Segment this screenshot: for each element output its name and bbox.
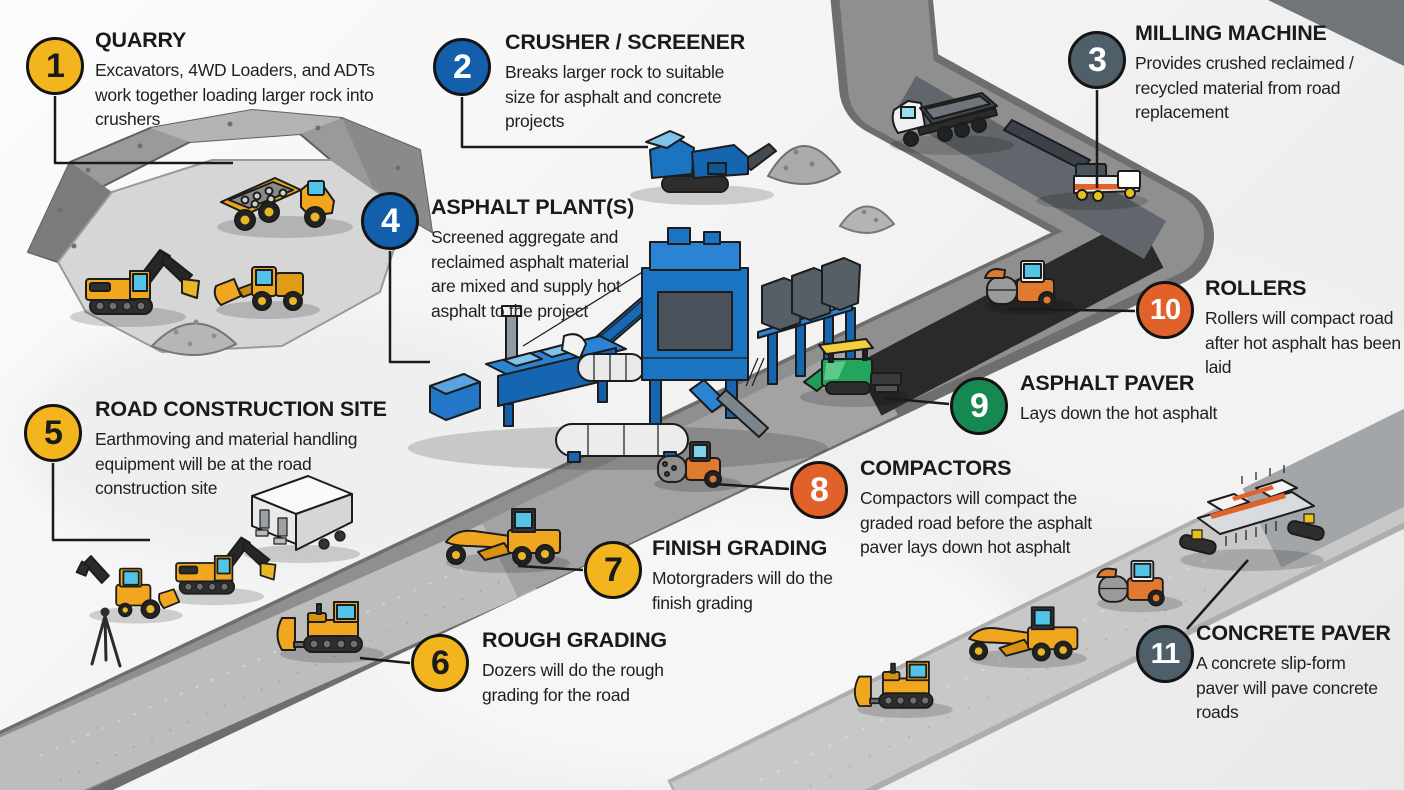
callout-road-construction-site: ROAD CONSTRUCTION SITE Earthmoving and m…	[95, 397, 400, 501]
backhoe-loader	[75, 555, 183, 624]
callout-description: Motorgraders will do the finish grading	[652, 568, 833, 613]
leader-line-11	[1186, 559, 1249, 630]
callout-asphalt-plant: ASPHALT PLANT(S) Screened aggregate and …	[431, 195, 646, 323]
leader-line-10	[1007, 307, 1136, 313]
callout-title: MILLING MACHINE	[1135, 21, 1327, 45]
callout-description: Earthmoving and material handling equipm…	[95, 429, 358, 498]
callout-title: ROUGH GRADING	[482, 628, 667, 652]
callout-crusher-screener: CRUSHER / SCREENER Breaks larger rock to…	[505, 30, 745, 134]
step-6-badge: 6	[411, 634, 469, 692]
corner-road-wedge	[1268, 0, 1404, 66]
leader-line-6	[359, 656, 411, 665]
milling-machine	[1003, 119, 1148, 210]
callout-title: COMPACTORS	[860, 456, 1012, 480]
callout-milling-machine: MILLING MACHINE Provides crushed reclaim…	[1135, 21, 1360, 125]
leader-line-7	[517, 564, 584, 572]
leader-line-8	[713, 482, 790, 491]
concrete-paver	[1179, 465, 1325, 571]
leader-line-5	[51, 463, 150, 542]
callout-title: CRUSHER / SCREENER	[505, 30, 746, 54]
step-4-badge: 4	[361, 192, 419, 250]
office-trailer	[244, 475, 360, 563]
callout-quarry: QUARRY Excavators, 4WD Loaders, and ADTs…	[95, 28, 395, 132]
gravel-pile	[150, 322, 238, 357]
fresh-asphalt-strip	[854, 216, 1164, 416]
callout-rough-grading: ROUGH GRADING Dozers will do the rough g…	[482, 628, 697, 707]
dump-truck	[890, 92, 1014, 155]
callout-title: ASPHALT PAVER	[1020, 371, 1195, 395]
leader-lines	[51, 90, 1249, 665]
callout-asphalt-paver: ASPHALT PAVER Lays down the hot asphalt	[1020, 371, 1270, 426]
callout-description: A concrete slip-form paver will pave con…	[1196, 653, 1378, 722]
step-5-badge: 5	[24, 404, 82, 462]
survey-tripod	[90, 607, 122, 668]
wheel-loader	[213, 266, 320, 319]
callout-description: Compactors will compact the graded road …	[860, 488, 1092, 557]
step-3-badge: 3	[1068, 31, 1126, 89]
callout-compactors: COMPACTORS Compactors will compact the g…	[860, 456, 1125, 560]
callout-concrete-paver: CONCRETE PAVER A concrete slip-form pave…	[1196, 621, 1391, 725]
callout-description: Lays down the hot asphalt	[1020, 403, 1218, 423]
callout-description: Excavators, 4WD Loaders, and ADTs work t…	[95, 60, 375, 129]
callout-finish-grading: FINISH GRADING Motorgraders will do the …	[652, 536, 848, 615]
step-8-badge: 8	[790, 461, 848, 519]
callout-description: Screened aggregate and reclaimed asphalt…	[431, 227, 629, 321]
callout-description: Rollers will compact road after hot asph…	[1205, 308, 1401, 377]
callout-title: ROAD CONSTRUCTION SITE	[95, 397, 387, 421]
leader-line-9	[883, 396, 950, 406]
callout-title: FINISH GRADING	[652, 536, 828, 560]
callout-rollers: ROLLERS Rollers will compact road after …	[1205, 276, 1404, 380]
graded-gravel-section	[0, 514, 537, 790]
step-11-badge: 11	[1136, 625, 1194, 683]
asphalt-paver	[800, 338, 908, 407]
callout-description: Breaks larger rock to suitable size for …	[505, 62, 725, 131]
articulated-dump-truck	[217, 177, 353, 238]
callout-title: ROLLERS	[1205, 276, 1307, 300]
callout-title: CONCRETE PAVER	[1196, 621, 1391, 645]
step-2-badge: 2	[433, 38, 491, 96]
leader-line-4	[388, 251, 430, 364]
compactor	[654, 441, 742, 492]
step-7-badge: 7	[584, 541, 642, 599]
callout-title: QUARRY	[95, 28, 187, 52]
callout-description: Dozers will do the rough grading for the…	[482, 660, 664, 705]
leader-line-2	[460, 97, 648, 149]
callout-description: Provides crushed reclaimed / recycled ma…	[1135, 53, 1354, 122]
gravel-piles	[766, 145, 896, 235]
leader-line-1	[53, 96, 233, 165]
callout-title: ASPHALT PLANT(S)	[431, 195, 635, 219]
crusher-screener	[630, 130, 777, 205]
step-9-badge: 9	[950, 377, 1008, 435]
step-1-badge: 1	[26, 37, 84, 95]
step-10-badge: 10	[1136, 281, 1194, 339]
